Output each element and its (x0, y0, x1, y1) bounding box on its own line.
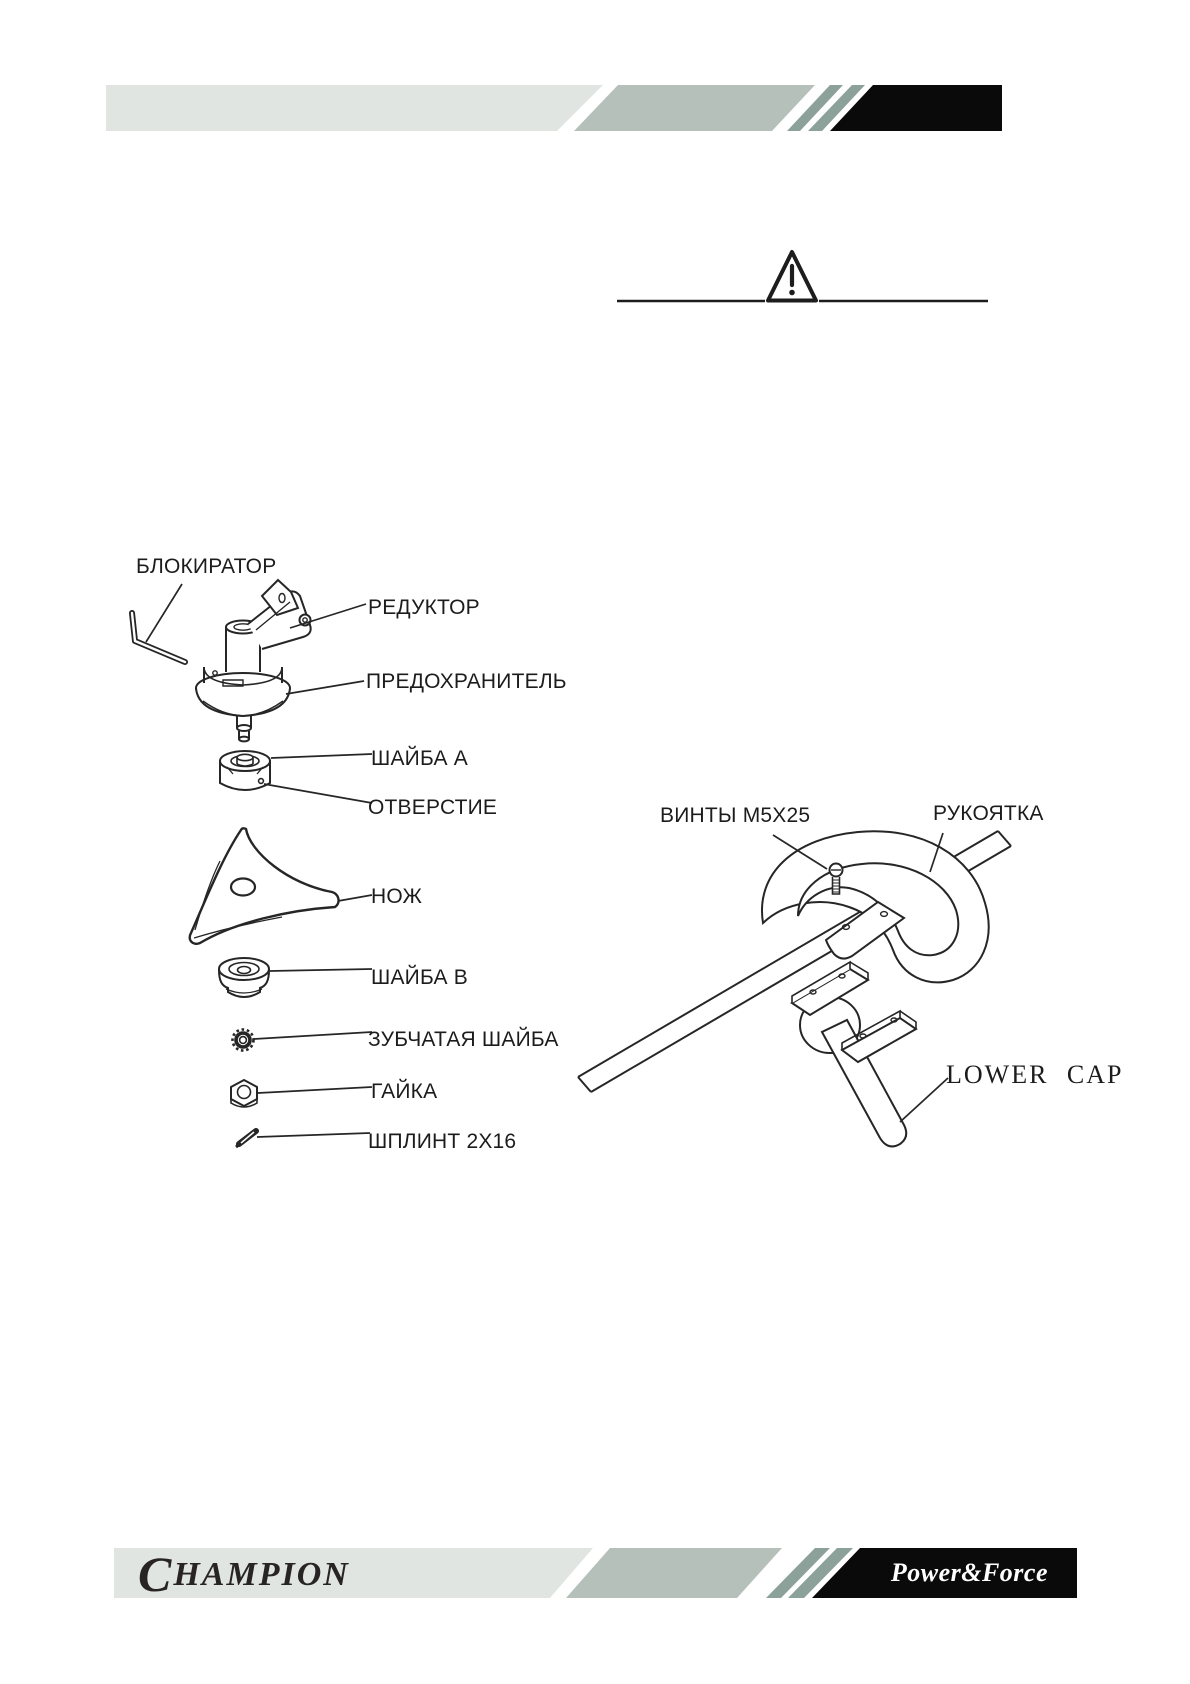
tagline-text: Power&Force (890, 1558, 1048, 1587)
label-vinty: ВИНТЫ M5X25 (660, 804, 811, 827)
footer-band (0, 1548, 1190, 1598)
leader-lines-left (145, 583, 373, 1138)
header-segment-mid (574, 85, 815, 131)
guard-part (195, 666, 291, 718)
allen-key-icon (129, 610, 188, 665)
washer-b-part (217, 957, 271, 998)
label-shplint: ШПЛИНТ 2X16 (368, 1130, 517, 1153)
label-predohranitel: ПРЕДОХРАНИТЕЛЬ (366, 670, 567, 693)
brand-initial: C (138, 1546, 174, 1602)
footer-segment-light (114, 1548, 593, 1598)
clamp-plate-upper (790, 960, 870, 1017)
footer-segment-black (812, 1548, 1077, 1598)
nut-part (230, 1078, 258, 1108)
label-rukoyatka: РУКОЯТКА (933, 802, 1044, 825)
header-band (0, 85, 1190, 131)
label-zubchataya-shayba: ЗУБЧАТАЯ ШАЙБА (368, 1028, 559, 1051)
label-nozh: НОЖ (371, 885, 423, 908)
screw-m5x25 (828, 862, 844, 895)
brand-logo: CHAMPION (138, 1549, 558, 1599)
label-otverstie: ОТВЕРСТИЕ (368, 796, 498, 819)
handle-bracket (824, 900, 906, 960)
gearbox-housing (247, 578, 312, 650)
guard-shaft-stub (236, 716, 252, 743)
footer-segment-mid (566, 1548, 782, 1598)
label-shayba-a: ШАЙБА A (371, 747, 468, 770)
exclamation-mark (789, 263, 795, 296)
header-segment-light (106, 85, 603, 131)
label-shayba-b: ШАЙБА B (371, 966, 468, 989)
label-blokirator: БЛОКИРАТОР (136, 555, 277, 578)
leader-lines-right (772, 832, 949, 1123)
label-reduktor: РЕДУКТОР (368, 596, 480, 619)
label-gayka: ГАЙКА (371, 1080, 438, 1103)
label-lower-cap: LOWER CAP (946, 1060, 1124, 1089)
cotter-pin-part (235, 1128, 259, 1149)
exploded-view-diagram (129, 578, 373, 1149)
washer-a-part (219, 750, 271, 791)
toothed-washer-part (231, 1028, 255, 1052)
handle-assembly-diagram (577, 830, 1012, 1148)
brand-rest: HAMPION (173, 1556, 350, 1593)
brand-tagline: Power&Force (812, 1548, 1064, 1598)
blade-part (188, 827, 340, 945)
warning-divider (617, 250, 988, 303)
warning-triangle-icon (766, 250, 818, 303)
clamp-block-lower (840, 1009, 918, 1064)
